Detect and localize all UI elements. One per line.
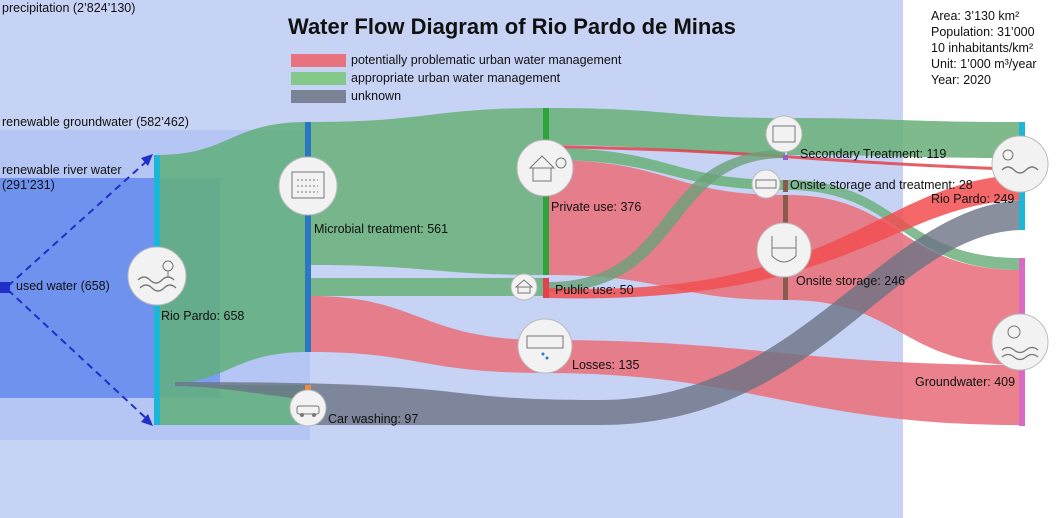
- secondary-treatment-icon: [765, 115, 803, 153]
- legend-item-problematic: potentially problematic urban water mana…: [291, 51, 621, 69]
- info-year: Year: 2020: [931, 73, 992, 87]
- legend-item-unknown: unknown: [291, 87, 621, 105]
- node-bar-public-use: [543, 278, 549, 298]
- flow-rio-to-microbial: [157, 122, 308, 385]
- pipe-leak-icon: [517, 318, 573, 374]
- legend-item-appropriate: appropriate urban water management: [291, 69, 621, 87]
- legend-swatch-appropriate: [291, 71, 346, 85]
- label-public-use: Public use: 50: [555, 283, 634, 297]
- flow-microbial-to-public: [310, 278, 545, 296]
- node-bar-secondary: [783, 155, 788, 160]
- storage-well-icon: [756, 222, 812, 278]
- info-panel: Area: 3’130 km² Population: 31’000 10 in…: [931, 8, 1037, 88]
- river-region-inner: [0, 178, 155, 398]
- arrow-head-down: [141, 414, 153, 426]
- flow-losses-to-groundwater: [545, 340, 1020, 425]
- groundwater-icon: [991, 313, 1049, 371]
- node-bar-car-washing: [305, 385, 311, 391]
- house-icon: [516, 139, 574, 197]
- label-microbial-treatment: Microbial treatment: 561: [314, 222, 449, 236]
- public-building-icon: [510, 273, 538, 301]
- flow-private-to-secondary: [548, 108, 785, 155]
- car-wash-icon: [289, 389, 327, 427]
- label-renewable-river-line2: (291’231): [2, 178, 55, 192]
- legend-label-problematic: potentially problematic urban water mana…: [351, 53, 622, 67]
- flow-private-to-onsite-treatment: [548, 148, 785, 190]
- info-unit: Unit: 1’000 m³/year: [931, 57, 1037, 71]
- label-onsite-storage-treatment: Onsite storage and treatment: 28: [790, 178, 973, 192]
- flow-secondary-to-rio: [787, 118, 1020, 158]
- info-area: Area: 3’130 km²: [931, 9, 1020, 23]
- flow-public-to-secondary: [548, 150, 785, 292]
- legend: potentially problematic urban water mana…: [291, 51, 621, 105]
- diagram-title: Water Flow Diagram of Rio Pardo de Minas: [288, 14, 736, 39]
- arrow-head-up: [141, 154, 153, 166]
- label-private-use: Private use: 376: [551, 200, 642, 214]
- legend-label-unknown: unknown: [351, 89, 402, 103]
- legend-label-appropriate: appropriate urban water management: [351, 71, 561, 85]
- label-rio-pardo-out: Rio Pardo: 249: [931, 192, 1015, 206]
- legend-swatch-unknown: [291, 89, 346, 103]
- node-bar-microbial: [305, 122, 311, 352]
- used-water-node: [0, 282, 10, 293]
- label-rio-pardo-in: Rio Pardo: 658: [161, 309, 245, 323]
- info-population: Population: 31’000: [931, 25, 1035, 39]
- label-renewable-groundwater: renewable groundwater (582’462): [2, 115, 189, 129]
- label-used-water: used water (658): [16, 279, 110, 293]
- legend-swatch-problematic: [291, 53, 346, 67]
- flow-microbial-to-losses: [310, 296, 545, 373]
- label-car-washing: Car washing: 97: [328, 412, 419, 426]
- label-onsite-storage: Onsite storage: 246: [796, 274, 906, 288]
- river-outlet-icon: [991, 135, 1049, 193]
- label-renewable-river-line1: renewable river water: [2, 163, 122, 177]
- used-water-arrows: [7, 159, 149, 421]
- label-losses: Losses: 135: [572, 358, 640, 372]
- treatment-icon: [278, 156, 338, 216]
- septic-tank-icon: [751, 169, 781, 199]
- node-bar-onsite-treatment: [783, 180, 788, 192]
- info-density: 10 inhabitants/km²: [931, 41, 1034, 55]
- river-icon: [127, 246, 187, 306]
- label-groundwater-out: Groundwater: 409: [915, 375, 1016, 389]
- label-precipitation: precipitation (2’824’130): [2, 1, 136, 15]
- flow-carwash-to-rio: [175, 200, 1020, 425]
- label-secondary-treatment: Secondary Treatment: 119: [800, 147, 947, 161]
- flow-microbial-to-private: [310, 108, 545, 275]
